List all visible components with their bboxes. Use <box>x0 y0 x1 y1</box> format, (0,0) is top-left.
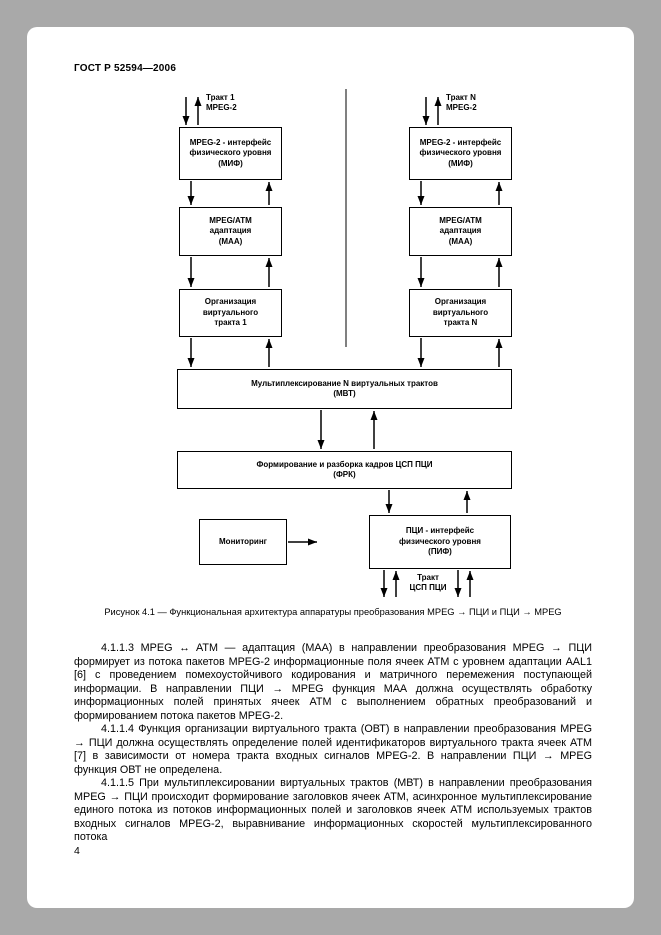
block-maa-left: MPEG/ATM адаптация (МАА) <box>179 207 282 256</box>
block-mif-left: MPEG-2 - интерфейс физического уровня (М… <box>179 127 282 180</box>
paragraph-4-1-1-5: 4.1.1.5 При мультиплексировании виртуаль… <box>74 777 592 843</box>
track1-label: Тракт 1 MPEG-2 <box>206 93 237 113</box>
document-number: ГОСТ Р 52594—2006 <box>74 63 177 74</box>
block-frk: Формирование и разборка кадров ЦСП ПЦИ (… <box>177 451 512 489</box>
block-ovt-right: Организация виртуального тракта N <box>409 289 512 337</box>
block-mif-right: MPEG-2 - интерфейс физического уровня (М… <box>409 127 512 180</box>
block-pif: ПЦИ - интерфейс физического уровня (ПИФ) <box>369 515 511 569</box>
paragraph-4-1-1-4: 4.1.1.4 Функция организации виртуального… <box>74 723 592 776</box>
bottom-track-label: Тракт ЦСП ПЦИ <box>409 573 447 593</box>
figure-caption: Рисунок 4.1 — Функциональная архитектура… <box>104 607 562 617</box>
block-mvt: Мультиплексирование N виртуальных тракто… <box>177 369 512 409</box>
trackN-label: Тракт N MPEG-2 <box>446 93 477 113</box>
block-maa-right: MPEG/ATM адаптация (МАА) <box>409 207 512 256</box>
block-monitoring: Мониторинг <box>199 519 287 565</box>
body-text: 4.1.1.3 MPEG ↔ ATM — адаптация (МАА) в н… <box>74 642 592 845</box>
paragraph-4-1-1-3: 4.1.1.3 MPEG ↔ ATM — адаптация (МАА) в н… <box>74 642 592 722</box>
block-ovt-left: Организация виртуального тракта 1 <box>179 289 282 337</box>
page-number: 4 <box>74 845 80 857</box>
document-page: ГОСТ Р 52594—2006 <box>27 27 634 908</box>
